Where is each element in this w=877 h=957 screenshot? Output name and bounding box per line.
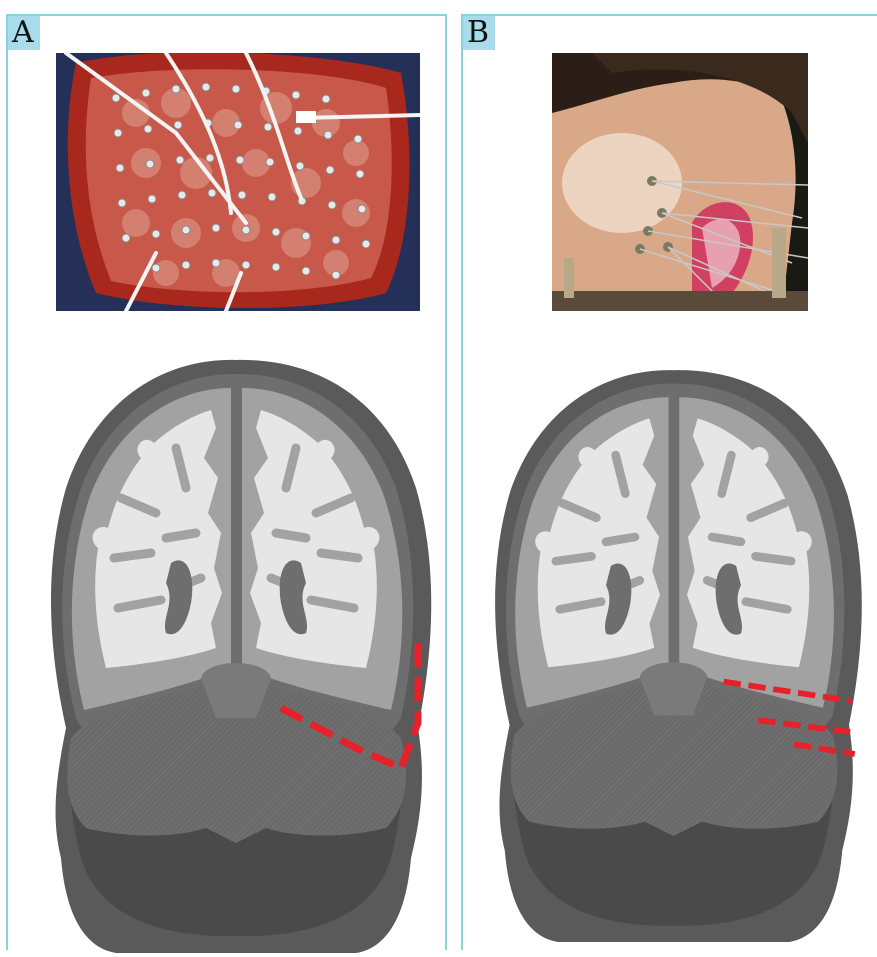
coronal-brain-diagram-a [26, 338, 446, 957]
scalp-electrodes-behind-ear-photo [552, 53, 808, 311]
panel-label-a: A [8, 16, 40, 50]
panel-a: A [6, 14, 447, 950]
intracranial-electrode-grid-photo [56, 53, 420, 311]
coronal-brain-diagram-b [471, 338, 876, 957]
panel-b: B [461, 14, 877, 950]
panel-label-b: B [463, 16, 495, 50]
